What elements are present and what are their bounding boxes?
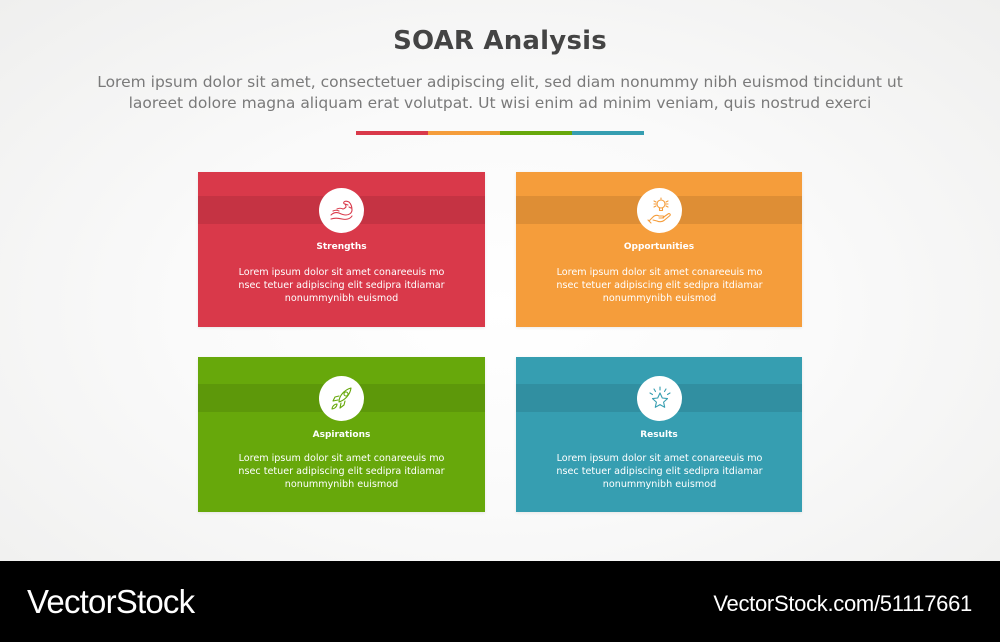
card-title: Opportunities (623, 242, 695, 252)
card-description-line: Lorem ipsum dolor sit amet conareeuis mo (238, 267, 445, 278)
card-description-line: nsec tetuer adipiscing elit sedipra itdi… (238, 466, 445, 477)
watermark-footer: VectorStock VectorStock.com/51117661 (0, 561, 1000, 642)
card-description-line: Lorem ipsum dolor sit amet conareeuis mo (556, 453, 763, 464)
card-description-line: Lorem ipsum dolor sit amet conareeuis mo (238, 453, 445, 464)
divider-segment-orange (428, 131, 500, 135)
card-description: Lorem ipsum dolor sit amet conareeuis mo… (536, 266, 783, 305)
star-sparkle-icon (648, 385, 671, 408)
card-description-line: nonummynibh euismod (284, 293, 399, 304)
icon-badge (637, 376, 682, 421)
watermark-brand: VectorStock (27, 583, 195, 620)
icon-badge (637, 188, 682, 233)
divider-segment-red (356, 131, 428, 135)
watermark-url: VectorStock.com/51117661 (713, 591, 972, 616)
subtitle-line: Lorem ipsum dolor sit amet, consectetuer… (97, 73, 903, 91)
card-title: Strengths (316, 242, 367, 252)
lightbulb-hand-icon (646, 196, 671, 224)
card-description-line: nsec tetuer adipiscing elit sedipra itdi… (556, 280, 763, 291)
card-results: Results Lorem ipsum dolor sit amet conar… (516, 357, 802, 512)
card-description: Lorem ipsum dolor sit amet conareeuis mo… (536, 452, 783, 491)
subtitle-line: laoreet dolore magna aliquam erat volutp… (128, 94, 872, 112)
card-aspirations: Aspirations Lorem ipsum dolor sit amet c… (198, 357, 485, 512)
card-opportunities: Opportunities Lorem ipsum dolor sit amet… (516, 172, 802, 327)
divider-segment-green (500, 131, 572, 135)
divider-segment-teal (572, 131, 644, 135)
card-description-line: Lorem ipsum dolor sit amet conareeuis mo (556, 267, 763, 278)
page-title: SOAR Analysis (393, 26, 607, 56)
card-description-line: nonummynibh euismod (602, 479, 717, 490)
card-description-line: nsec tetuer adipiscing elit sedipra itdi… (556, 466, 763, 477)
card-description: Lorem ipsum dolor sit amet conareeuis mo… (218, 452, 465, 491)
card-description-line: nsec tetuer adipiscing elit sedipra itdi… (238, 280, 445, 291)
rocket-icon (330, 386, 352, 410)
card-description-line: nonummynibh euismod (284, 479, 399, 490)
icon-badge (319, 188, 364, 233)
flexed-arm-icon (329, 200, 353, 220)
card-title: Aspirations (312, 430, 371, 440)
card-strengths: Strengths Lorem ipsum dolor sit amet con… (198, 172, 485, 327)
card-description: Lorem ipsum dolor sit amet conareeuis mo… (218, 266, 465, 305)
card-title: Results (640, 430, 678, 440)
card-description-line: nonummynibh euismod (602, 293, 717, 304)
infographic-canvas: SOAR Analysis Lorem ipsum dolor sit amet… (0, 0, 1000, 561)
page-subtitle: Lorem ipsum dolor sit amet, consectetuer… (60, 72, 940, 114)
icon-badge (319, 376, 364, 421)
color-divider (356, 131, 644, 135)
